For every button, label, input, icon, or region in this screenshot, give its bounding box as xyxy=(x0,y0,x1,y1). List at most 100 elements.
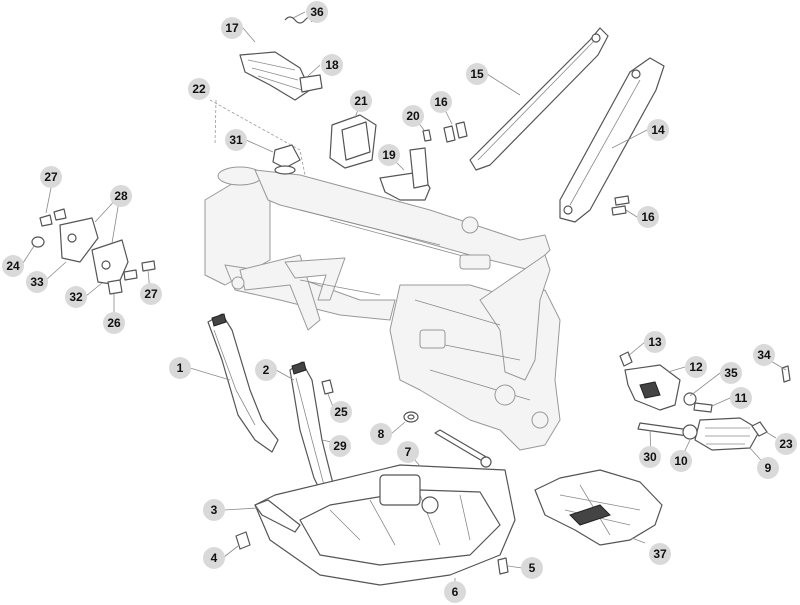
subframe-bolts xyxy=(443,121,630,216)
callout-label: 16 xyxy=(641,210,655,224)
right-subframe-rail xyxy=(559,57,665,223)
callout-label: 20 xyxy=(406,109,420,123)
box-bracket-21 xyxy=(329,114,377,169)
bolt-25 xyxy=(321,379,334,395)
callout-28: 28 xyxy=(110,185,132,207)
left-side-brackets xyxy=(31,208,156,295)
callout-27-bottom: 27 xyxy=(140,283,162,305)
callout-label: 7 xyxy=(405,445,412,459)
callout-label: 26 xyxy=(107,316,121,330)
bolt-4 xyxy=(235,531,251,550)
callout-19: 19 xyxy=(378,144,400,166)
callout-29: 29 xyxy=(329,435,351,457)
bracket-19 xyxy=(379,147,431,201)
callout-10: 10 xyxy=(670,450,692,472)
callout-3: 3 xyxy=(203,499,225,521)
callout-25: 25 xyxy=(330,401,352,423)
callout-label: 30 xyxy=(643,450,657,464)
callout-label: 9 xyxy=(765,461,772,475)
callout-label: 31 xyxy=(229,133,243,147)
callout-24: 24 xyxy=(2,255,24,277)
callout-label: 13 xyxy=(648,335,662,349)
left-frame-guard xyxy=(207,313,279,453)
callout-21: 21 xyxy=(350,90,372,112)
callout-22: 22 xyxy=(188,78,210,100)
callout-label: 25 xyxy=(334,405,348,419)
clamp-31 xyxy=(272,144,301,175)
callout-13: 13 xyxy=(644,331,666,353)
callout-31: 31 xyxy=(225,129,247,151)
callout-label: 33 xyxy=(30,275,44,289)
rear-plate-37 xyxy=(534,469,663,546)
callout-2: 2 xyxy=(255,359,277,381)
callout-label: 37 xyxy=(653,547,667,561)
callout-label: 2 xyxy=(263,363,270,377)
callout-15: 15 xyxy=(466,63,488,85)
callout-37: 37 xyxy=(649,543,671,565)
callout-label: 14 xyxy=(651,123,665,137)
callout-label: 1 xyxy=(177,361,184,375)
callout-12: 12 xyxy=(685,356,707,378)
callout-label: 35 xyxy=(724,366,738,380)
callout-label: 19 xyxy=(382,148,396,162)
callout-27-top: 27 xyxy=(40,166,62,188)
callout-32: 32 xyxy=(65,286,87,308)
right-footpeg-bracket xyxy=(619,351,681,411)
callout-label: 27 xyxy=(144,287,158,301)
callout-16-right: 16 xyxy=(637,206,659,228)
callout-label: 6 xyxy=(452,585,459,599)
callout-30: 30 xyxy=(639,446,661,468)
callout-23: 23 xyxy=(775,433,797,455)
bolt-20 xyxy=(422,129,432,142)
callout-36: 36 xyxy=(306,1,328,23)
washer-8 xyxy=(403,411,419,423)
callout-17: 17 xyxy=(221,17,243,39)
callout-16-top: 16 xyxy=(430,91,452,113)
callout-label: 10 xyxy=(674,454,688,468)
callout-label: 24 xyxy=(6,259,20,273)
callout-label: 21 xyxy=(354,94,368,108)
bolt-5 xyxy=(497,557,509,575)
callout-label: 3 xyxy=(211,503,218,517)
skid-plate-bracket xyxy=(254,499,301,533)
callout-label: 34 xyxy=(757,348,771,362)
footpeg-hardware xyxy=(683,365,791,437)
callout-label: 36 xyxy=(310,5,324,19)
left-subframe-rail xyxy=(469,27,609,171)
main-frame xyxy=(204,166,561,451)
callout-34: 34 xyxy=(753,344,775,366)
callout-18: 18 xyxy=(321,54,343,76)
callout-label: 5 xyxy=(529,561,536,575)
callout-11: 11 xyxy=(730,387,752,409)
callout-label: 15 xyxy=(470,67,484,81)
callout-1: 1 xyxy=(169,357,191,379)
callout-label: 8 xyxy=(378,427,385,441)
callout-label: 11 xyxy=(735,391,748,405)
callout-20: 20 xyxy=(402,105,424,127)
long-pin xyxy=(434,429,492,468)
callout-label: 29 xyxy=(333,439,347,453)
callout-label: 32 xyxy=(69,290,83,304)
callout-5: 5 xyxy=(521,557,543,579)
left-footpeg xyxy=(239,51,323,101)
callout-label: 23 xyxy=(779,437,793,451)
callout-33: 33 xyxy=(26,271,48,293)
callout-35: 35 xyxy=(720,362,742,384)
callout-label: 28 xyxy=(114,189,128,203)
callout-label: 4 xyxy=(211,551,218,565)
callout-9: 9 xyxy=(757,457,779,479)
skid-plate xyxy=(254,464,516,586)
callout-26: 26 xyxy=(103,312,125,334)
callout-label: 17 xyxy=(225,21,239,35)
callout-8: 8 xyxy=(370,423,392,445)
callout-7: 7 xyxy=(397,441,419,463)
callout-14: 14 xyxy=(647,119,669,141)
callout-label: 22 xyxy=(192,82,206,96)
callout-label: 18 xyxy=(325,58,339,72)
callout-label: 27 xyxy=(44,170,58,184)
callout-6: 6 xyxy=(444,581,466,603)
callout-label: 16 xyxy=(434,95,448,109)
callout-4: 4 xyxy=(203,547,225,569)
right-footpeg xyxy=(637,417,761,451)
